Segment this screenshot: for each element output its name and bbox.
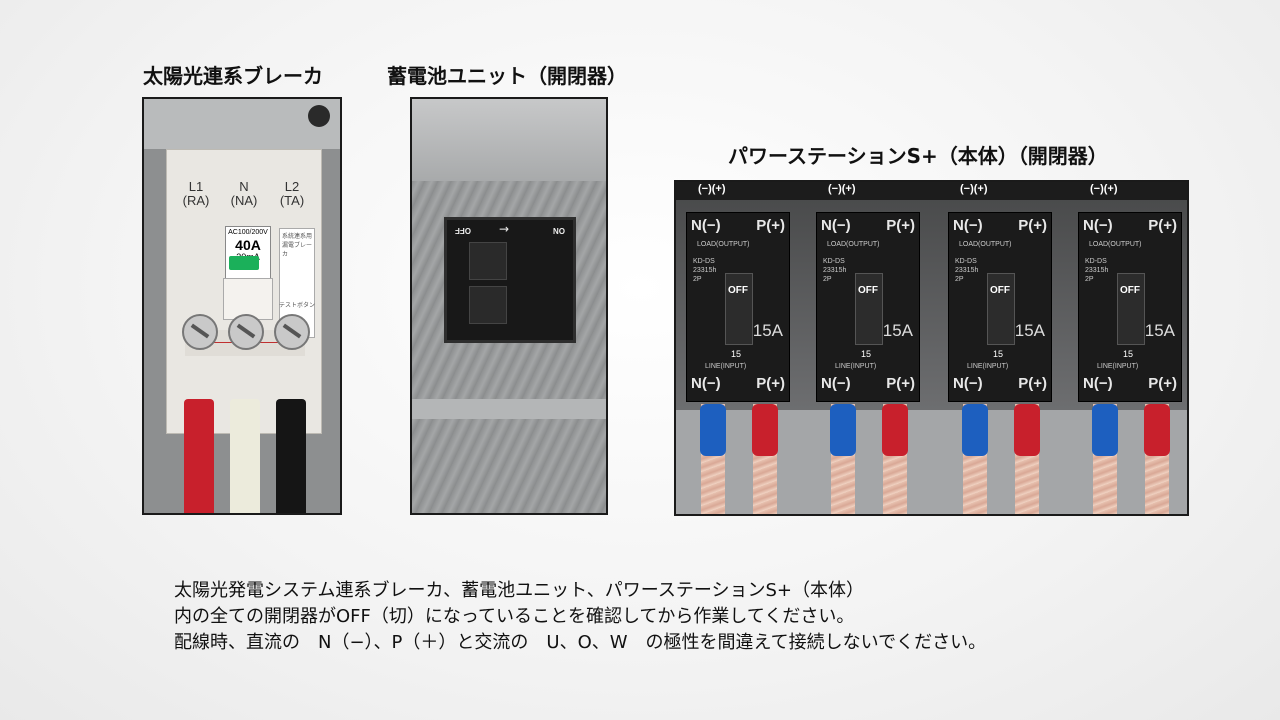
breaker-body: L1 (RA) N (NA) L2 (TA) AC100/200V 40A 30… [166, 149, 322, 434]
off-label: OFF [990, 285, 1010, 296]
line-label: LINE(INPUT) [1097, 363, 1139, 370]
polarity-label: (−)(+) [960, 183, 988, 195]
blue-wire-sleeve [1092, 404, 1118, 456]
instruction-text: 太陽光発電システム連系ブレーカ、蓄電池ユニット、パワーステーションS+（本体） … [174, 578, 986, 656]
red-wire [184, 399, 214, 513]
rating-plate: AC100/200V 40A 30mA [225, 226, 271, 280]
switch-on-label: ON [553, 226, 565, 235]
load-label: LOAD(OUTPUT) [697, 241, 750, 248]
rating-voltage: AC100/200V [228, 229, 268, 236]
rating-amp: 40A [235, 237, 261, 253]
line-label: LINE(INPUT) [835, 363, 877, 370]
breaker-top-polarity: N(−)P(+) [953, 217, 1047, 234]
dial-label: 15 [993, 349, 1004, 359]
off-label: OFF [858, 285, 878, 296]
wall-panel [144, 99, 340, 149]
red-wire-sleeve [882, 404, 908, 456]
dc-breaker-4: N(−)P(+) LOAD(OUTPUT) KD-DS 23315h 2P OFF 15… [1078, 212, 1182, 402]
instruction-line-2: 内の全ての開閉器がOFF（切）になっていることを確認してから作業してください。 [174, 606, 855, 627]
dc-breaker-2: N(−)P(+) LOAD(OUTPUT) KD-DS 23315h 2P OFF 15… [816, 212, 920, 402]
breaker-bottom-polarity: N(−)P(+) [691, 375, 785, 392]
metal-ledge [412, 399, 606, 419]
blue-wire-sleeve [962, 404, 988, 456]
breaker-top-polarity: N(−)P(+) [691, 217, 785, 234]
model-label: KD-DS 23315h 2P [1085, 258, 1109, 283]
terminal-labels: L1 (RA) N (NA) L2 (TA) [173, 180, 315, 208]
terminal-screw [228, 314, 264, 350]
white-wire [230, 399, 260, 513]
instruction-line-3: 配線時、直流の N（−）、P（＋）と交流の U、O、W の極性を間違えて接続しな… [174, 632, 987, 653]
load-label: LOAD(OUTPUT) [959, 241, 1012, 248]
load-label: LOAD(OUTPUT) [1089, 241, 1142, 248]
pv-breaker-photo: L1 (RA) N (NA) L2 (TA) AC100/200V 40A 30… [142, 97, 342, 515]
battery-unit-caption: 蓄電池ユニット（開閉器） [387, 64, 627, 88]
dial-label: 15 [861, 349, 872, 359]
red-wire-sleeve [1144, 404, 1170, 456]
dc-breaker-3: N(−)P(+) LOAD(OUTPUT) KD-DS 23315h 2P OFF 15… [948, 212, 1052, 402]
terminal-l1-label: L1 (RA) [182, 179, 210, 208]
dial-label: 15 [731, 349, 742, 359]
breaker-toggle [855, 273, 883, 345]
model-label: KD-DS 23315h 2P [693, 258, 717, 283]
polarity-label: (−)(+) [828, 183, 856, 195]
breaker-bottom-polarity: N(−)P(+) [1083, 375, 1177, 392]
instruction-line-1: 太陽光発電システム連系ブレーカ、蓄電池ユニット、パワーステーションS+（本体） [174, 580, 864, 601]
load-label: LOAD(OUTPUT) [827, 241, 880, 248]
amp-label: 15A [752, 321, 783, 340]
blue-wire-sleeve [830, 404, 856, 456]
off-label: OFF [728, 285, 748, 296]
terminal-n-label: N (NA) [230, 179, 258, 208]
off-label: OFF [1120, 285, 1140, 296]
switch-off-label: OFF [455, 226, 471, 235]
breaker-bottom-polarity: N(−)P(+) [821, 375, 915, 392]
terminal-screw [274, 314, 310, 350]
test-button-label: テストボタン [279, 302, 316, 309]
dc-breaker-1: N(−)P(+) LOAD(OUTPUT) KD-DS 23315h 2P OFF 15… [686, 212, 790, 402]
red-wire-sleeve [752, 404, 778, 456]
breaker-top-polarity: N(−)P(+) [821, 217, 915, 234]
arrow-icon: → [499, 222, 510, 236]
model-label: KD-DS 23315h 2P [955, 258, 979, 283]
polarity-label: (−)(+) [698, 183, 726, 195]
switch-knob [469, 242, 507, 280]
breaker-toggle [1117, 273, 1145, 345]
polarity-label: (−)(+) [1090, 183, 1118, 195]
amp-label: 15A [882, 321, 913, 340]
pv-breaker-caption: 太陽光連系ブレーカ [143, 64, 323, 88]
black-wire [276, 399, 306, 513]
unit-top [412, 99, 606, 181]
dial-label: 15 [1123, 349, 1134, 359]
power-station-caption: パワーステーションS+（本体）（開閉器） [728, 144, 1108, 168]
line-label: LINE(INPUT) [705, 363, 747, 370]
amp-label: 15A [1014, 321, 1045, 340]
status-indicator [229, 256, 259, 270]
breaker-top-polarity: N(−)P(+) [1083, 217, 1177, 234]
disconnect-switch: OFF → ON [444, 217, 576, 343]
breaker-bottom-polarity: N(−)P(+) [953, 375, 1047, 392]
terminal-l2-label: L2 (TA) [279, 179, 305, 208]
power-station-photo: (−)(+) N(−)P(+) LOAD(OUTPUT) KD-DS 23315h 2… [674, 180, 1189, 516]
switch-knob [469, 286, 507, 324]
top-terminal-strip [676, 182, 1187, 200]
battery-unit-photo: OFF → ON [410, 97, 608, 515]
blue-wire-sleeve [700, 404, 726, 456]
breaker-toggle [725, 273, 753, 345]
red-wire-sleeve [1014, 404, 1040, 456]
line-label: LINE(INPUT) [967, 363, 1009, 370]
amp-label: 15A [1144, 321, 1175, 340]
model-label: KD-DS 23315h 2P [823, 258, 847, 283]
terminal-screw [182, 314, 218, 350]
breaker-toggle [987, 273, 1015, 345]
